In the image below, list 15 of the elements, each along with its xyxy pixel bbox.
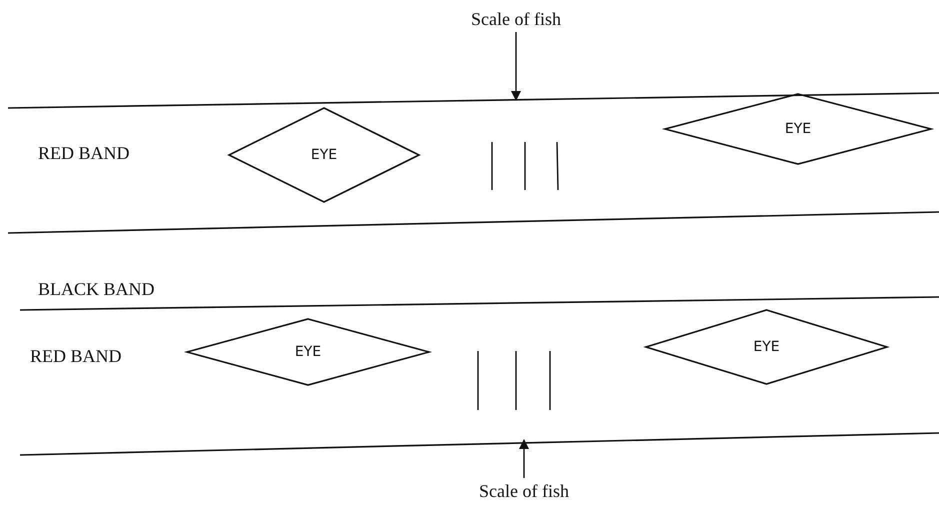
eye-diamond <box>645 309 888 385</box>
leader-arrow <box>519 439 529 478</box>
eye-label: EYE <box>753 339 780 355</box>
leader-arrow <box>511 32 521 101</box>
eye-diamond <box>228 107 420 203</box>
callout-text: Scale of fish <box>479 480 569 502</box>
eye-diamond <box>186 318 430 386</box>
band-label: BLACK BAND <box>38 279 155 300</box>
band-label: RED BAND <box>38 143 130 164</box>
eye-diamond <box>664 93 932 165</box>
callout-text: Scale of fish <box>471 8 561 30</box>
band-label: RED BAND <box>30 346 122 367</box>
eye-label: EYE <box>294 344 322 360</box>
eye-label: EYE <box>310 147 338 163</box>
eye-label: EYE <box>784 121 812 137</box>
